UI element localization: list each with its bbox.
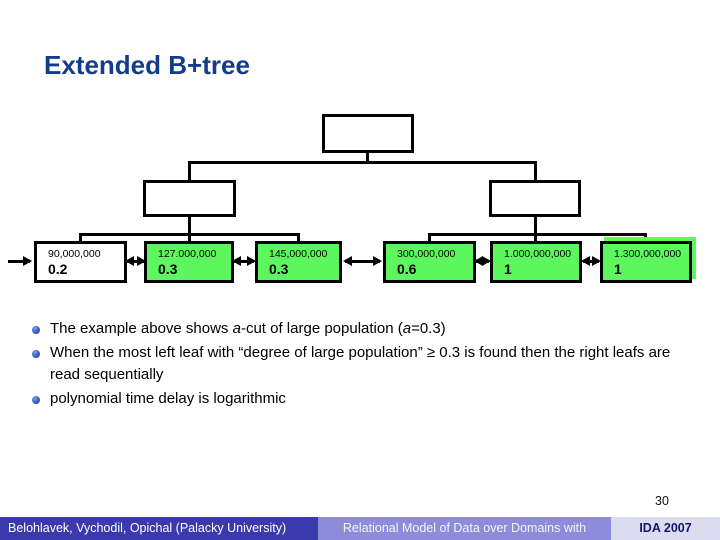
tree-internal-node-right	[489, 180, 581, 217]
leaf-value: 127.000,000	[158, 248, 217, 260]
leaf-degree: 0.3	[158, 261, 178, 277]
connector-level1-drop-left	[188, 161, 191, 180]
bullet-text: When the most left leaf with “degree of …	[50, 343, 671, 384]
bullet-item: polynomial time delay is logarithmic	[30, 388, 690, 411]
footer-deck-title: Relational Model of Data over Domains wi…	[318, 517, 611, 540]
leaf-node: 145,000,000 0.3	[255, 241, 342, 283]
connector-left-stem	[188, 217, 191, 236]
leaf-link-arrow-icon	[474, 256, 491, 266]
connector-right-drop-3	[644, 233, 647, 241]
leaf-node: 127.000,000 0.3	[144, 241, 234, 283]
entry-arrow-icon	[8, 256, 32, 266]
leaf-link-arrow-icon	[232, 256, 256, 266]
leaf-value: 145,000,000	[269, 248, 328, 260]
connector-left-drop-2	[188, 233, 191, 241]
bullet-item: The example above shows a-cut of large p…	[30, 318, 690, 341]
leaf-node: 90,000,000 0.2	[34, 241, 127, 283]
connector-left-drop-3	[297, 233, 300, 241]
leaf-node: 1.000,000,000 1	[490, 241, 582, 283]
leaf-link-arrow-icon	[343, 256, 382, 266]
leaf-degree: 0.2	[48, 261, 68, 277]
footer-bar: Belohlavek, Vychodil, Opichal (Palacky U…	[0, 517, 720, 540]
leaf-link-arrow-icon	[125, 256, 146, 266]
leaf-node: 300,000,000 0.6	[383, 241, 476, 283]
leaf-node: 1.300,000,000 1	[600, 241, 692, 283]
bullet-icon	[32, 395, 40, 404]
bullet-list: The example above shows a-cut of large p…	[30, 318, 690, 411]
leaf-value: 90,000,000	[48, 248, 101, 260]
bullet-item: When the most left leaf with “degree of …	[30, 342, 690, 387]
bullet-icon	[32, 349, 40, 358]
page-number: 30	[655, 494, 669, 508]
leaf-value: 300,000,000	[397, 248, 456, 260]
connector-right-drop-2	[534, 233, 537, 241]
connector-level1-drop-right	[534, 161, 537, 180]
tree-root-node	[322, 114, 414, 153]
bullet-text: The example above shows a-cut of large p…	[50, 320, 446, 337]
connector-level1-hbar	[188, 161, 537, 164]
bullet-icon	[32, 326, 40, 334]
footer-conference: IDA 2007	[611, 517, 720, 540]
leaf-value: 1.000,000,000	[504, 248, 572, 260]
leaf-degree: 1	[614, 261, 622, 277]
leaf-value: 1.300,000,000	[614, 248, 682, 260]
page-title: Extended B+tree	[44, 50, 250, 80]
leaf-degree: 1	[504, 261, 512, 277]
tree-internal-node-left	[143, 180, 236, 217]
connector-right-hbar	[428, 233, 647, 236]
leaf-link-arrow-icon	[581, 256, 601, 266]
footer-authors: Belohlavek, Vychodil, Opichal (Palacky U…	[0, 517, 318, 540]
bullet-text: polynomial time delay is logarithmic	[50, 389, 286, 407]
connector-right-stem	[534, 217, 537, 236]
leaf-degree: 0.3	[269, 261, 289, 277]
connector-root-stem	[366, 153, 369, 164]
connector-right-drop-1	[428, 233, 431, 241]
leaf-degree: 0.6	[397, 261, 417, 277]
connector-left-drop-1	[79, 233, 82, 241]
